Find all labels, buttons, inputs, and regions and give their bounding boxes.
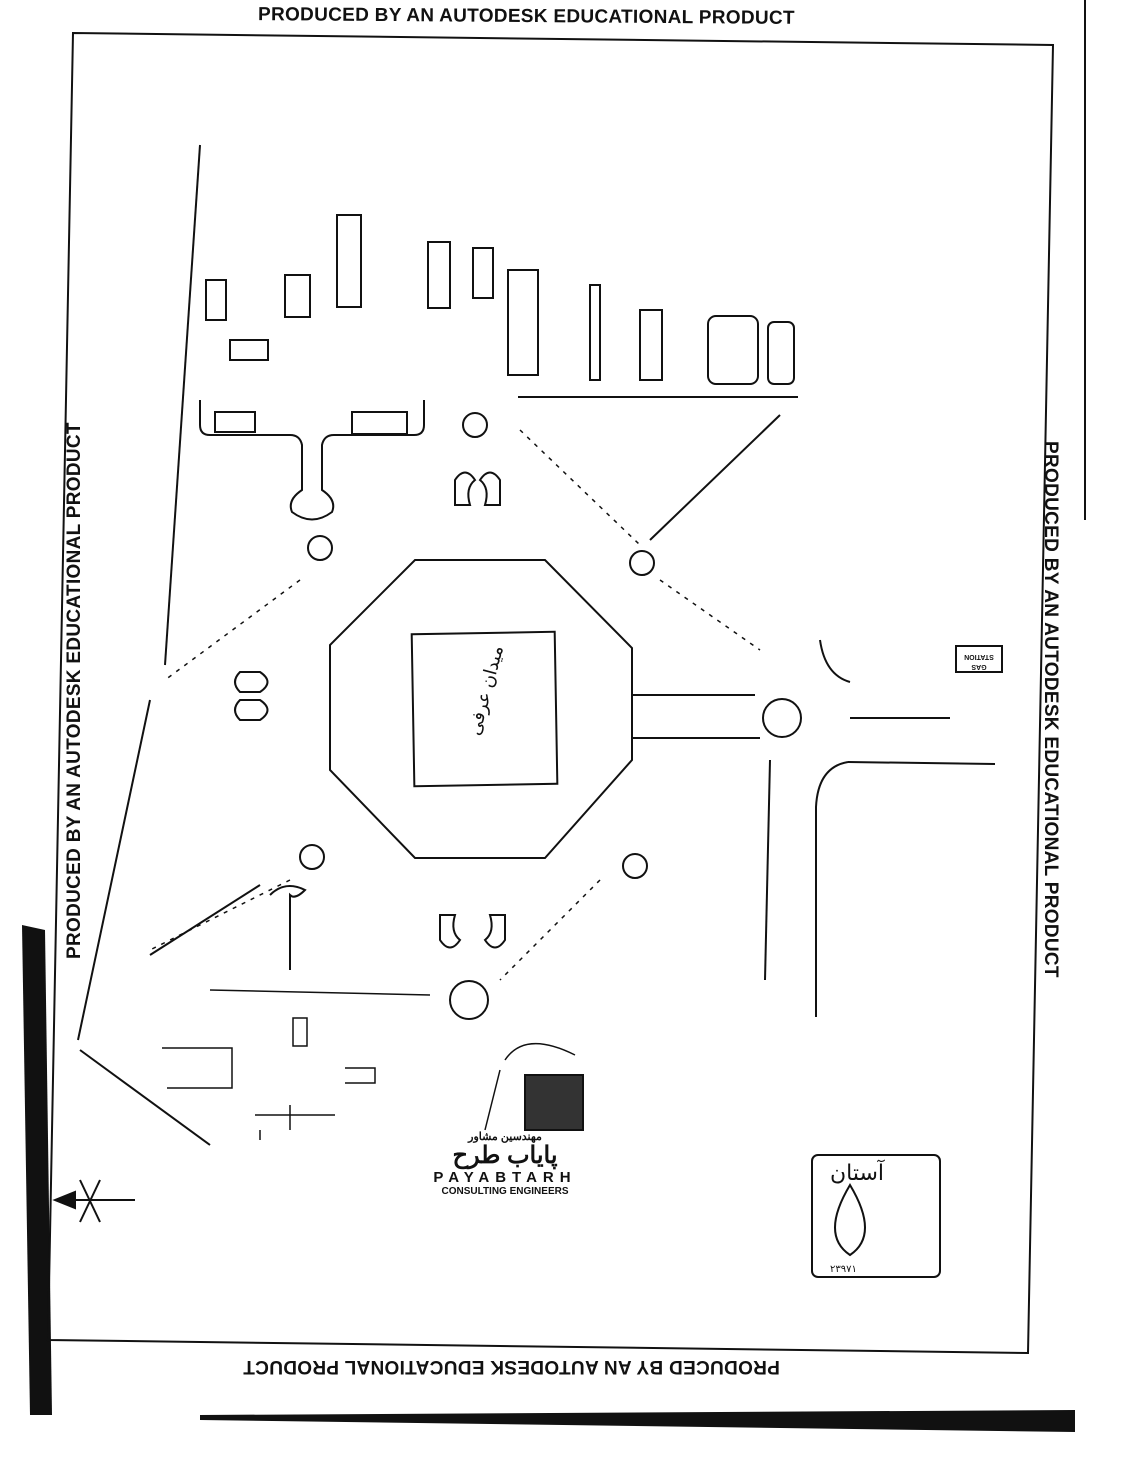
traffic-islands [234,471,506,970]
road-curve [819,639,851,683]
engineering-stamp: آستان ۲۳۹۷۱ [811,1154,941,1278]
road-edge [764,759,771,981]
logo-subtitle-fa: مهندسین مشاور [468,1131,542,1143]
gas-station-label: GAS STATION [955,645,1003,673]
scan-edge-left [22,925,52,1415]
radial-roads [149,429,761,981]
buildings-bottom-left [162,989,576,1140]
road-edge [649,414,781,541]
roundabout-circles [299,412,802,1020]
logo-tagline: CONSULTING ENGINEERS [441,1186,569,1197]
road-curve [815,761,849,1017]
gas-station-line2: STATION [964,653,994,660]
logo-name-fa: پایاب طرح [452,1142,558,1169]
boundary-line [79,1049,211,1146]
central-square [410,630,559,788]
central-plaza [329,559,633,859]
boundary-line [164,144,201,666]
scan-edge-bottom [200,1410,1075,1432]
payabtarh-logo: مهندسین مشاور پایاب طرح PAYABTARH CONSUL… [405,1130,605,1197]
drawing-frame [46,31,1055,1355]
north-arrow-icon [52,1179,135,1223]
gas-station-line1: GAS [971,663,987,670]
boundary-line [77,699,151,1041]
road-east [847,761,996,765]
svg-text:آستان: آستان [830,1159,885,1186]
logo-emblem [524,1074,584,1131]
logo-name-en: PAYABTARH [433,1169,577,1186]
svg-text:۲۳۹۷۱: ۲۳۹۷۱ [830,1264,857,1275]
road-edge [149,884,261,956]
buildings-top [199,214,798,521]
